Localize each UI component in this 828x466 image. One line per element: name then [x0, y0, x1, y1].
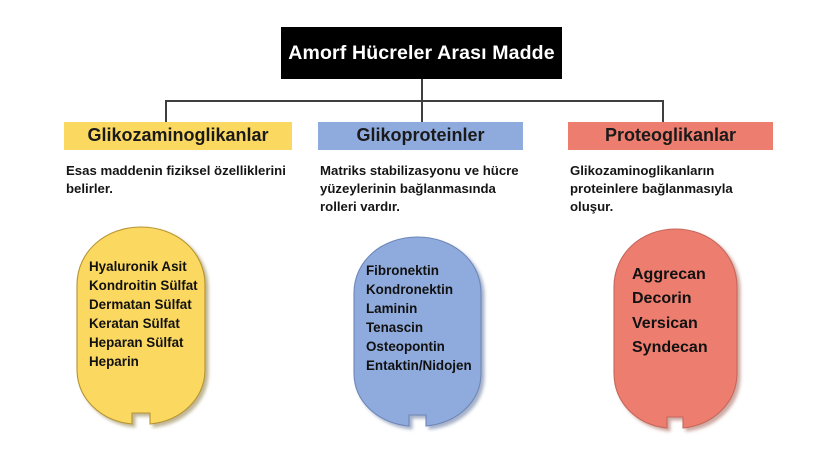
list-item: Heparan Sülfat: [89, 335, 184, 351]
list-item: Aggrecan: [632, 266, 706, 283]
capsule-item-list-blue: Fibronektin Kondronektin Laminin Tenasci…: [366, 261, 472, 375]
capsule-glikozaminoglikanlar: Hyaluronik Asit Kondroitin Sülfat Dermat…: [76, 226, 206, 427]
list-item: Tenascin: [366, 320, 424, 336]
list-item: Entaktin/Nidojen: [366, 358, 472, 374]
connector-drop-center: [421, 100, 423, 122]
capsule-shape-yellow: [76, 226, 206, 425]
branch-glikozaminoglikanlar: Glikozaminoglikanlar Esas maddenin fizik…: [64, 122, 292, 198]
branch-description-glikoproteinler: Matriks stabilizasyonu ve hücre yüzeyler…: [320, 162, 519, 215]
connector-drop-left: [165, 100, 167, 122]
list-item: Kondronektin: [366, 282, 454, 298]
root-node-amorf-hucreler-arasi-madde: Amorf Hücreler Arası Madde: [281, 27, 562, 79]
list-item: Keratan Sülfat: [89, 316, 180, 332]
list-item: Kondroitin Sülfat: [89, 278, 198, 294]
capsule-shape-red: [613, 228, 738, 429]
capsule-item-list-red: Aggrecan Decorin Versican Syndecan: [632, 263, 708, 360]
capsule-shape-blue: [353, 236, 482, 427]
branch-description-glikozaminoglikanlar: Esas maddenin fiziksel özelliklerini bel…: [66, 162, 286, 197]
list-item: Fibronektin: [366, 263, 439, 278]
branch-description-proteoglikanlar: Glikozaminoglikanların proteinlere bağla…: [570, 162, 733, 215]
root-node-label: Amorf Hücreler Arası Madde: [288, 41, 555, 64]
list-item: Decorin: [632, 290, 692, 308]
list-item: Heparin: [89, 354, 139, 370]
list-item: Syndecan: [632, 338, 708, 356]
capsule-item-list-yellow: Hyaluronik Asit Kondroitin Sülfat Dermat…: [89, 257, 198, 371]
list-item: Versican: [632, 314, 698, 332]
list-item: Hyaluronik Asit: [89, 259, 187, 274]
connector-bus: [165, 100, 663, 102]
list-item: Dermatan Sülfat: [89, 297, 192, 313]
capsule-glikoproteinler: Fibronektin Kondronektin Laminin Tenasci…: [353, 236, 482, 429]
branch-header-proteoglikanlar: Proteoglikanlar: [568, 122, 773, 150]
branch-proteoglikanlar: Proteoglikanlar Glikozaminoglikanların p…: [568, 122, 773, 217]
branch-header-glikoproteinler: Glikoproteinler: [318, 122, 523, 150]
branch-glikoproteinler: Glikoproteinler Matriks stabilizasyonu v…: [318, 122, 523, 217]
capsule-proteoglikanlar: Aggrecan Decorin Versican Syndecan: [613, 228, 738, 431]
connector-drop-right: [662, 100, 664, 122]
list-item: Osteopontin: [366, 339, 445, 355]
list-item: Laminin: [366, 301, 418, 317]
branch-header-glikozaminoglikanlar: Glikozaminoglikanlar: [64, 122, 292, 150]
connector-stem: [421, 79, 423, 101]
